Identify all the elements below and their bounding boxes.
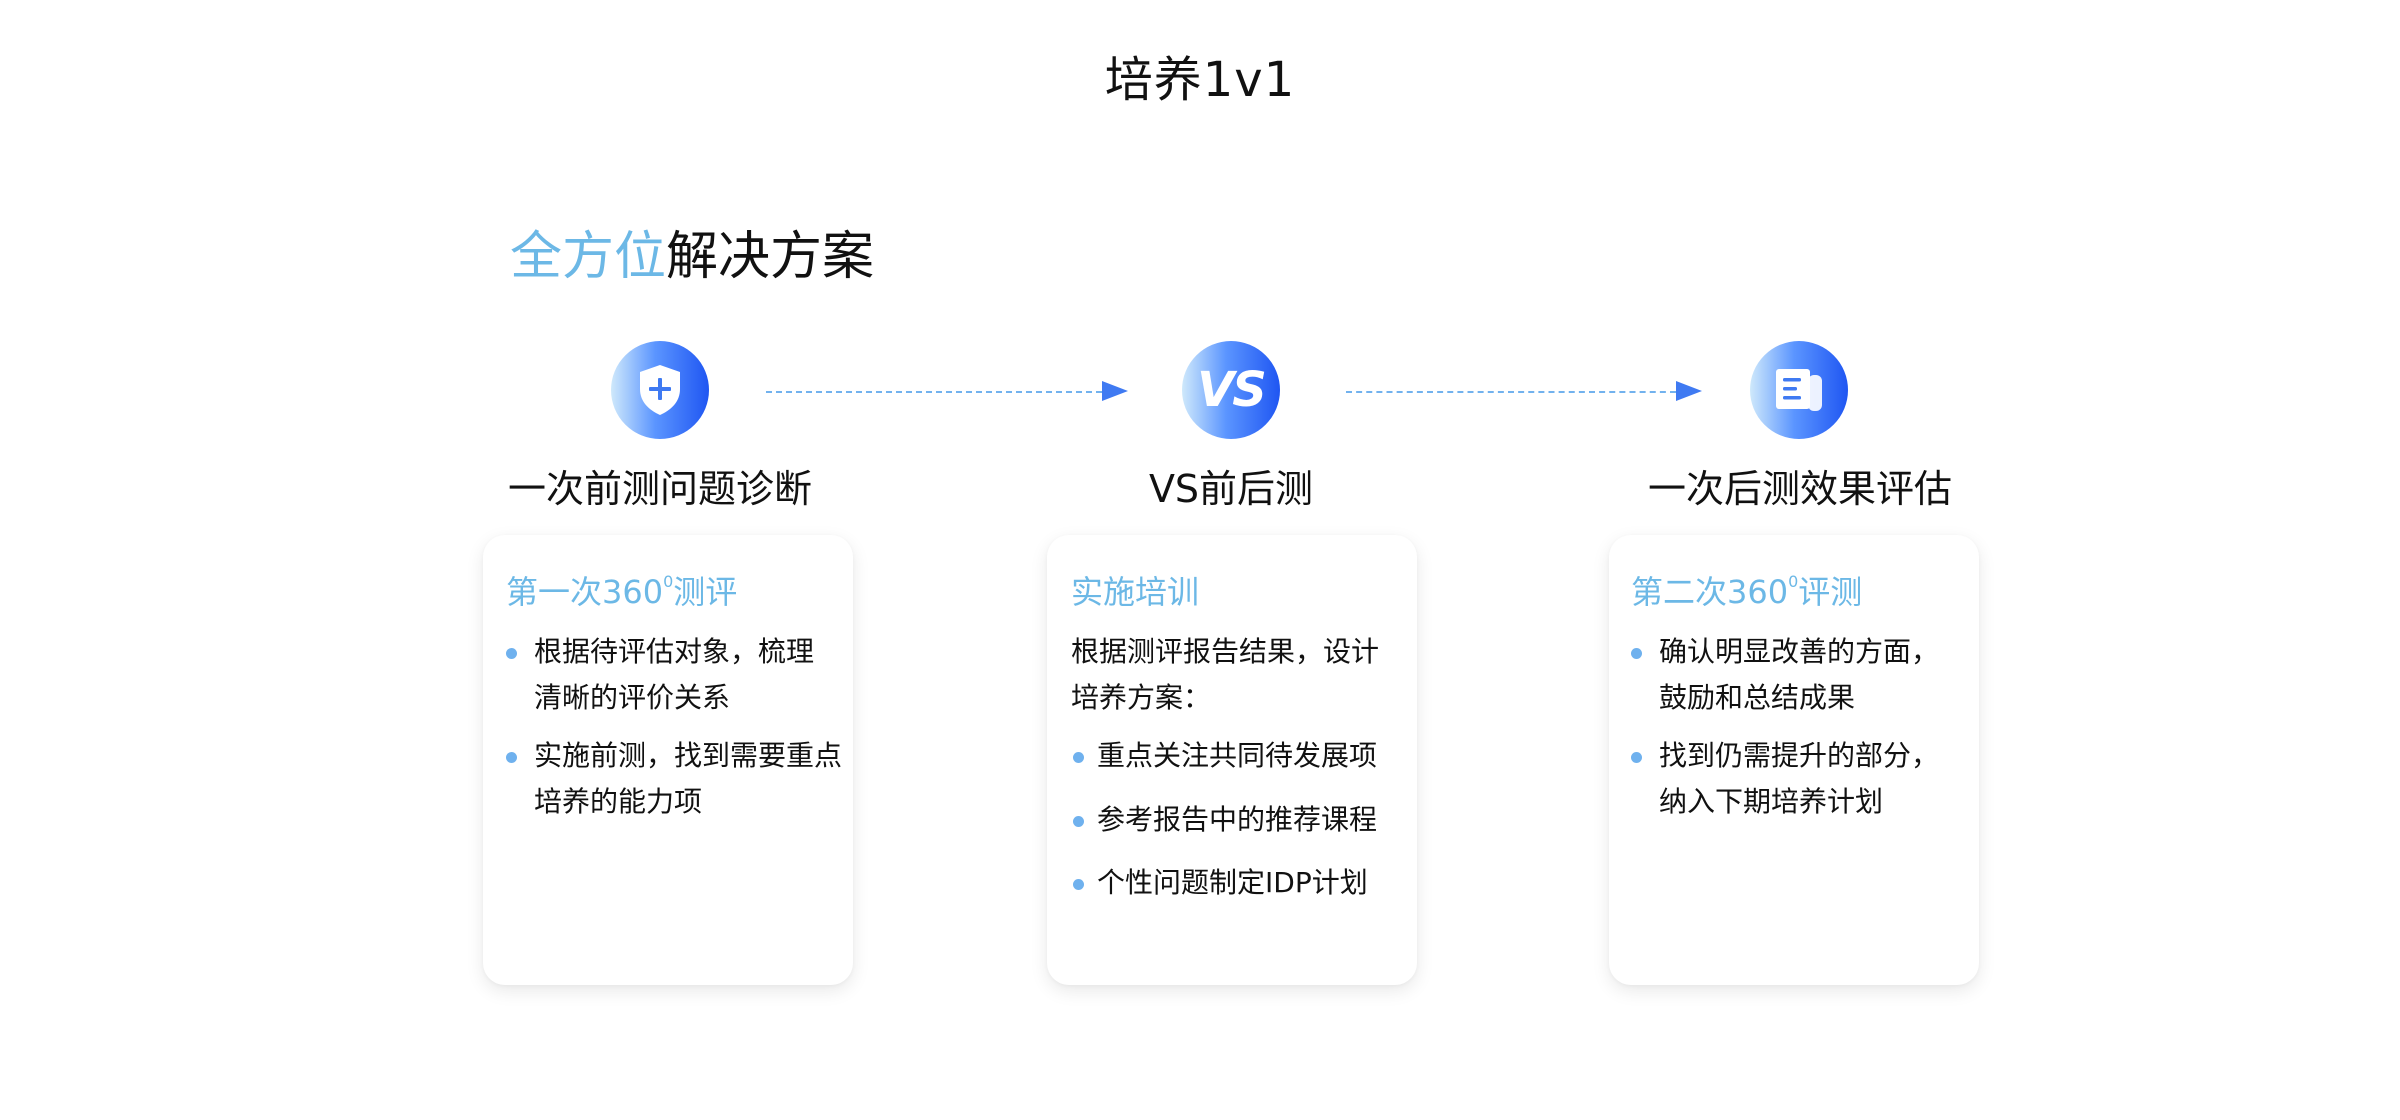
list-item-line: 纳入下期培养计划 — [1659, 785, 1884, 818]
list-item-line: 个性问题制定IDP计划 — [1097, 866, 1368, 899]
card-title-sup: 0 — [663, 572, 674, 592]
vs-icon: VS — [1182, 341, 1280, 439]
section-heading-rest: 解决方案 — [666, 227, 875, 287]
shield-plus-icon — [611, 341, 709, 439]
section-heading-accent: 全方位 — [510, 227, 667, 287]
bullet-dot — [1631, 648, 1642, 659]
card-title-text: 第二次360 — [1631, 573, 1789, 611]
list-item: 实施前测，找到需要重点 培养的能力项 — [506, 733, 843, 825]
card-title: 第一次3600测评 — [506, 567, 737, 613]
bullet-dot — [1073, 752, 1084, 763]
list-item-line: 根据待评估对象，梳理 — [534, 635, 815, 668]
arrowhead-icon — [1676, 381, 1702, 401]
list-item: 个性问题制定IDP计划 — [1073, 860, 1368, 906]
card-intro-line: 培养方案： — [1071, 681, 1212, 714]
vs-icon-text: VS — [1197, 362, 1267, 418]
list-item-line: 找到仍需提升的部分， — [1659, 739, 1940, 772]
list-item-line: 培养的能力项 — [534, 785, 703, 818]
list-item: 找到仍需提升的部分， 纳入下期培养计划 — [1631, 733, 1940, 825]
bullet-dot — [1073, 879, 1084, 890]
card-title: 实施培训 — [1071, 573, 1200, 611]
list-item: 重点关注共同待发展项 — [1073, 733, 1378, 779]
card-first-assessment: 第一次3600测评 根据待评估对象，梳理 清晰的评价关系 实施前测，找到需要重点… — [483, 535, 853, 985]
list-item-line: 重点关注共同待发展项 — [1097, 739, 1378, 772]
document-icon — [1750, 341, 1848, 439]
card-second-assessment: 第二次3600评测 确认明显改善的方面， 鼓励和总结成果 找到仍需提升的部分， … — [1609, 535, 1979, 985]
card-intro-line: 根据测评报告结果，设计 — [1071, 635, 1380, 668]
card-intro: 根据测评报告结果，设计 培养方案： — [1071, 629, 1379, 721]
step-label-diagnosis: 一次前测问题诊断 — [507, 467, 812, 511]
card-title-sup: 0 — [1788, 572, 1799, 592]
list-item: 确认明显改善的方面， 鼓励和总结成果 — [1631, 629, 1940, 721]
bullet-dot — [506, 752, 517, 763]
list-item-line: 参考报告中的推荐课程 — [1097, 803, 1378, 836]
list-item: 根据待评估对象，梳理 清晰的评价关系 — [506, 629, 815, 721]
list-item-line: 确认明显改善的方面， — [1659, 635, 1940, 668]
bullet-dot — [506, 648, 517, 659]
arrow-connector-1 — [766, 381, 1128, 401]
list-item: 参考报告中的推荐课程 — [1073, 797, 1378, 843]
bullet-dot — [1631, 752, 1642, 763]
page-title: 培养1v1 — [1104, 52, 1296, 108]
card-title-suffix: 评测 — [1798, 573, 1863, 611]
list-item-line: 鼓励和总结成果 — [1659, 681, 1856, 714]
card-title: 第二次3600评测 — [1631, 567, 1862, 613]
arrowhead-icon — [1102, 381, 1128, 401]
arrow-connector-2 — [1346, 381, 1702, 401]
list-item-line: 清晰的评价关系 — [534, 681, 731, 714]
card-title-suffix: 测评 — [673, 573, 738, 611]
step-label-vs: VS前后测 — [1148, 467, 1314, 511]
step-label-evaluation: 一次后测效果评估 — [1647, 467, 1952, 511]
list-item-line: 实施前测，找到需要重点 — [534, 739, 843, 772]
bullet-dot — [1073, 816, 1084, 827]
section-heading: 全方位解决方案 — [510, 214, 874, 289]
card-training: 实施培训 根据测评报告结果，设计 培养方案： 重点关注共同待发展项 参考报告中的… — [1047, 535, 1417, 985]
card-title-text: 第一次360 — [506, 573, 664, 611]
